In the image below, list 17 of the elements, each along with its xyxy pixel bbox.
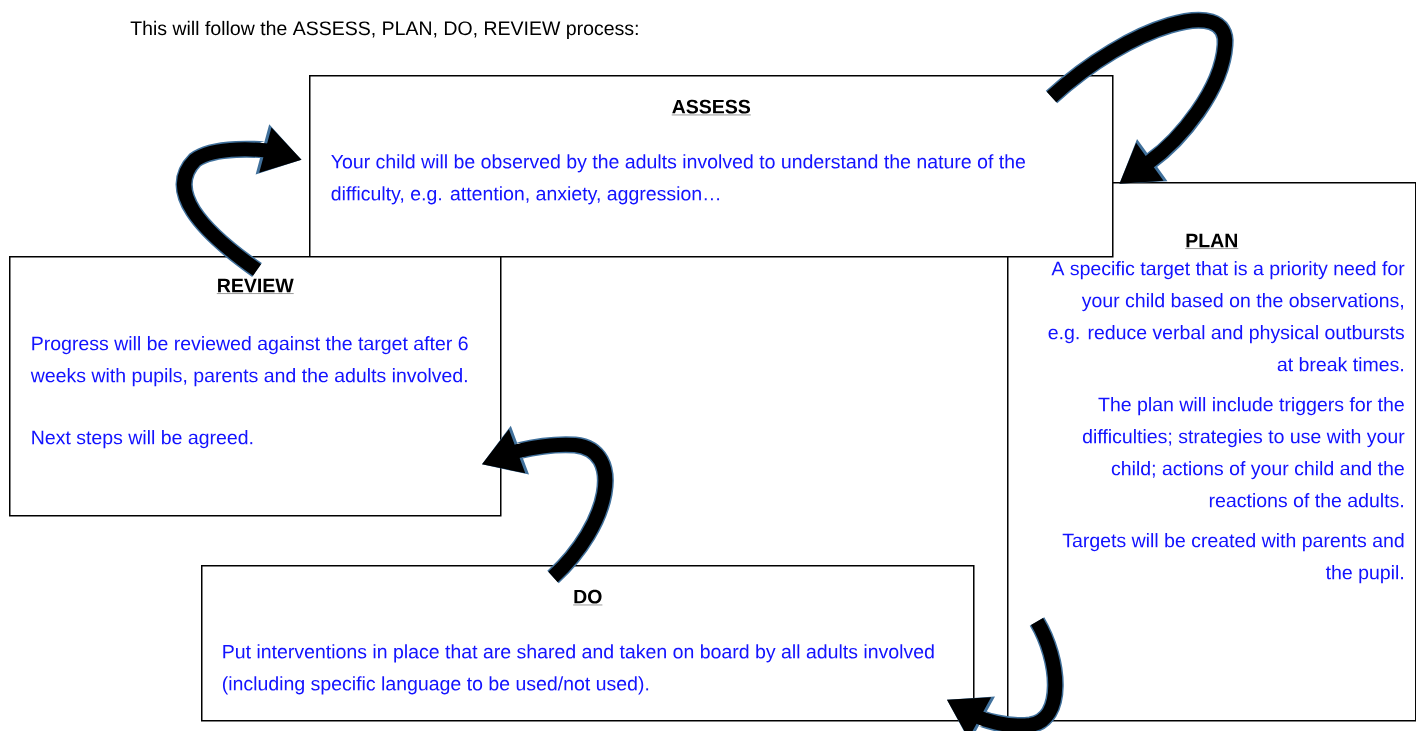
- curved-arrow: [1046, 11, 1234, 184]
- title: This will follow the ASSESS, PLAN, DO, REVIEW process:: [130, 20, 638, 40]
- body-text: Put interventions in place that are shared and taken on board by all adults involved (including specific language to be used/not used).: [222, 644, 934, 695]
- heading: DO: [572, 589, 603, 606]
- body-text: Progress will be reviewed against the target after 6 weeks with pupils, parents and the adults involved.: [30, 336, 468, 387]
- heading: PLAN: [1185, 233, 1239, 249]
- process-box: [1007, 182, 1416, 722]
- heading: REVIEW: [216, 278, 294, 294]
- body-text: Next steps will be agreed.: [32, 430, 253, 449]
- body-text: The plan will include triggers for the difficulties; strategies to use with your child; actions of your child and the reactions of the adults.: [1082, 397, 1405, 508]
- heading: ASSESS: [671, 99, 752, 116]
- body-text: Targets will be created with parents and the pupil.: [1062, 533, 1404, 584]
- body-text: Your child will be observed by the adults involved to understand the nature of the difficulty, e.g. attention, anxiety, aggression…: [331, 154, 1025, 205]
- process-box: [309, 75, 1114, 258]
- process-box: [201, 565, 975, 722]
- body-text: A specific target that is a priority need for your child based on the observations, e.g. reduce verbal and physical outbursts at break times.: [1048, 261, 1405, 372]
- process-box: [9, 256, 502, 517]
